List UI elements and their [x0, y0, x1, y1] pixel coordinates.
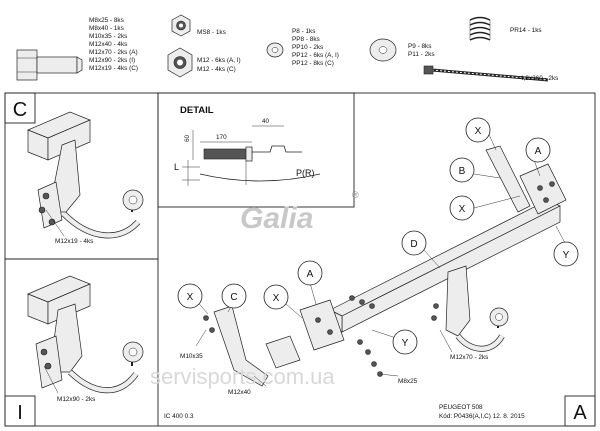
dim-170-label: 170 [216, 134, 227, 141]
svg-text:®: ® [352, 190, 359, 200]
spring-label: PR14 - 1ks [510, 27, 542, 34]
dim-60-label: 60 [184, 134, 191, 142]
callout-m12x40: M12x40 [228, 389, 251, 396]
footer-code: IC 400 0.3 [164, 413, 194, 420]
svg-text:C: C [230, 292, 237, 303]
panel-c-mount-drawing [27, 111, 144, 239]
main-panel-letter: A [573, 402, 587, 424]
panel-i-mount-drawing [27, 275, 144, 394]
washer-line-4: PP12 - 6ks (A, I) [292, 52, 339, 59]
svg-text:X: X [273, 293, 280, 304]
large-washer-line-2: P11 - 2ks [408, 51, 435, 58]
label-PR: P(R) [296, 168, 315, 178]
svg-text:X: X [187, 292, 194, 303]
bolt-line-4: M12x40 - 4ks [89, 41, 127, 48]
bubble-y-right: Y [553, 241, 579, 267]
bracket-c-plate [265, 335, 301, 369]
bubble-d: D [401, 230, 427, 256]
washer-line-3: PP10 - 2ks [292, 44, 323, 51]
bubble-x-top: X [465, 117, 491, 143]
detail-profile [199, 145, 321, 185]
bubble-c: C [221, 283, 247, 309]
svg-text:Y: Y [563, 250, 570, 261]
detail-title: DETAIL [180, 105, 214, 116]
panel-i-callout: M12x90 - 2ks [57, 396, 95, 403]
panel-c: C M12x19 - 4ks [4, 92, 144, 245]
svg-text:A: A [307, 269, 314, 280]
panel-c-letter: C [13, 99, 27, 121]
small-washer-icon [266, 42, 284, 58]
bubble-b: B [449, 157, 475, 183]
nut-m12-line-1: M12 - 6ks (A, I) [197, 57, 241, 64]
svg-text:Galia: Galia [240, 202, 313, 235]
label-L: L [174, 162, 179, 172]
svg-text:X: X [459, 204, 466, 215]
nut-m12-line-2: M12 - 4ks (C) [197, 66, 236, 73]
panel-i: I M12x90 - 2ks [4, 275, 144, 427]
cable-tie-label: 4,8x360 - 2ks [520, 75, 558, 82]
callout-m12x70: M12x70 - 2ks [450, 354, 488, 361]
detail-box: DETAIL 170 40 60 L P(R) [157, 92, 355, 208]
svg-text:A: A [535, 146, 542, 157]
svg-text:B: B [459, 166, 466, 177]
callout-m8x25: M8x25 [398, 378, 418, 385]
bolt-line-2: M8x40 - 1ks [89, 25, 124, 32]
bubble-a-right: A [525, 137, 551, 163]
hex-nut-icon [167, 47, 193, 78]
svg-text:X: X [475, 126, 482, 137]
footer-vehicle: PEUGEOT 508 [439, 404, 483, 411]
washer-line-1: P8 - 1ks [292, 28, 315, 35]
bubble-x-mid: X [263, 284, 289, 310]
bolt-line-3: M10x35 - 2ks [89, 33, 127, 40]
bracket-b [485, 145, 531, 213]
panel-i-letter: I [17, 402, 23, 424]
ball-hanger [445, 265, 471, 337]
nut-ms8-label: MS8 - 1ks [197, 29, 226, 36]
footer: IC 400 0.3 PEUGEOT 508 Kód: P0436(A,I,C)… [164, 395, 596, 427]
bubble-y-mid: Y [392, 329, 418, 355]
bolt-line-7: M12x19 - 4ks (C) [89, 65, 138, 72]
lock-nut-icon [171, 14, 191, 37]
bubble-a-left: A [297, 260, 323, 286]
galia-logo: Galia ® [240, 190, 359, 235]
bracket-a-right [519, 163, 567, 215]
callout-m10x35: M10x35 [180, 353, 203, 360]
tow-bar-assembly: X B A X D Y A X [177, 117, 579, 396]
svg-text:Y: Y [402, 338, 409, 349]
dim-40-label: 40 [262, 118, 270, 125]
washer-line-2: PP8 - 8ks [292, 36, 320, 43]
bolt-line-6: M12x90 - 2ks (I) [89, 57, 135, 64]
svg-text:D: D [410, 239, 417, 250]
bracket-a-left [299, 299, 345, 351]
bolt-line-1: M8x25 - 8ks [89, 17, 124, 24]
bolt-icon [16, 49, 83, 81]
hardware-legend: M8x25 - 8ks M8x40 - 1ks M10x35 - 2ks M12… [16, 14, 558, 82]
watermark: servisports.com.ua [150, 364, 335, 389]
crossbar-top [329, 199, 561, 317]
spring-icon [469, 16, 491, 41]
large-washer-icon [369, 38, 397, 62]
cable-tie-icon [423, 65, 549, 82]
footer-kod: Kód: P0436(A,I,C) 12. 8. 2015 [439, 413, 525, 420]
bolt-line-5: M12x70 - 2ks (A) [89, 49, 138, 56]
panel-c-callout: M12x19 - 4ks [55, 238, 93, 245]
large-washer-line-1: P9 - 8ks [408, 43, 431, 50]
bubble-x-left: X [177, 283, 203, 309]
washer-line-5: PP12 - 8ks (C) [292, 60, 334, 67]
bar-bolts [203, 295, 439, 377]
bubble-x-right: X [449, 195, 475, 221]
